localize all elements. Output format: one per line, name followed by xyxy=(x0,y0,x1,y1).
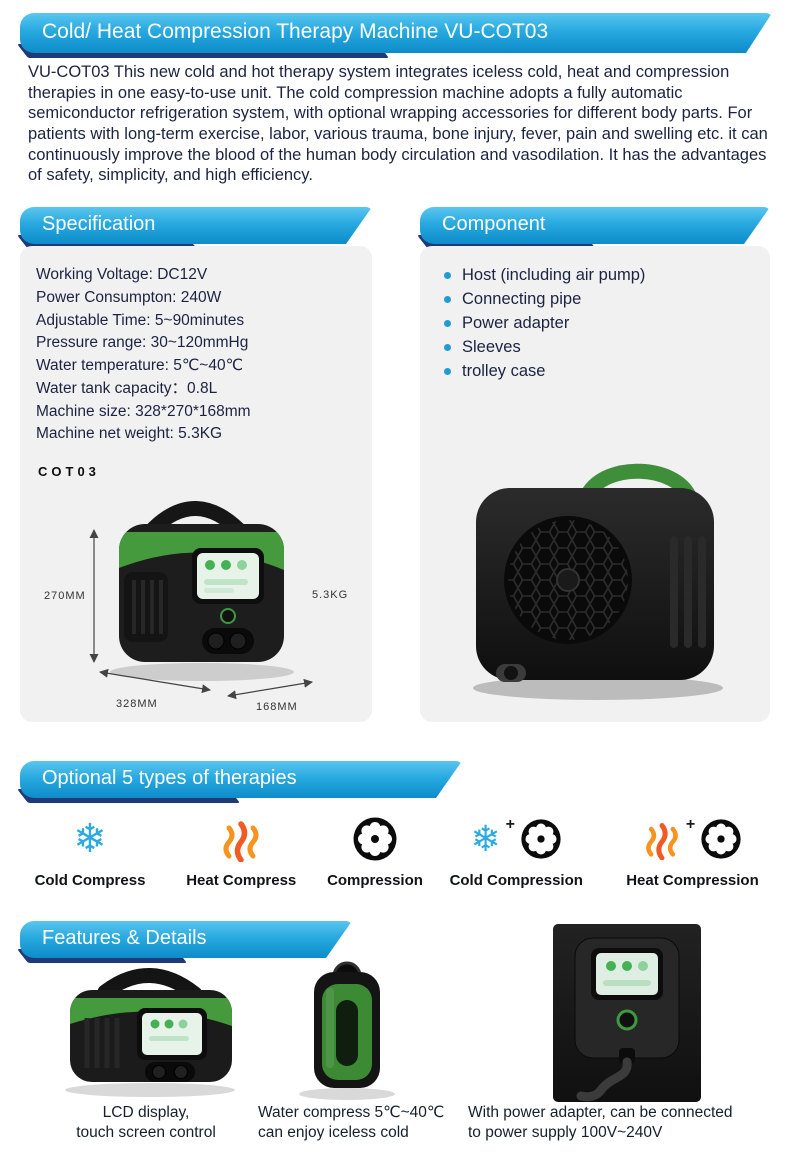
component-item: Power adapter xyxy=(444,314,770,333)
plus-sign: + xyxy=(685,816,696,833)
therapy-label: Heat Compression xyxy=(626,872,759,889)
main-title-banner: Cold/ Heat Compression Therapy Machine V… xyxy=(17,13,772,58)
specification-panel: Working Voltage: DC12V Power Consumpton:… xyxy=(20,246,372,722)
component-item: Connecting pipe xyxy=(444,290,770,309)
therapy-heat-compression: + Heat Compression xyxy=(605,812,780,889)
spec-item: Working Voltage: DC12V xyxy=(36,266,208,283)
compression-icon xyxy=(701,819,741,859)
features-title: Features & Details xyxy=(42,927,207,949)
therapies-banner: Optional 5 types of therapies xyxy=(17,761,462,803)
dimension-depth-label: 168MM xyxy=(256,701,298,713)
model-label: COT03 xyxy=(38,464,100,479)
spec-item: Pressure range: 30~120mmHg xyxy=(36,334,249,352)
machine-back-image xyxy=(473,463,723,700)
therapy-cold-compression: ❄ + Cold Compression xyxy=(434,812,599,889)
bullet-icon xyxy=(444,296,451,303)
component-item: trolley case xyxy=(444,362,770,381)
machine-front-dimensions-image: 270MM 328MM 168MM 5.3KG xyxy=(44,501,348,713)
intro-paragraph: VU-COT03 This new cold and hot therapy s… xyxy=(28,63,768,185)
spec-item: Machine net weight: 5.3KG xyxy=(36,425,223,443)
lcd-display-machine-image xyxy=(65,968,235,1097)
component-list: Host (including air pump) Connecting pip… xyxy=(420,246,770,381)
therapy-label: Compression xyxy=(327,872,423,889)
therapy-label: Cold Compress xyxy=(34,872,146,889)
weight-label: 5.3KG xyxy=(312,589,348,601)
specification-title: Specification xyxy=(42,213,156,235)
dimension-height-label: 270MM xyxy=(44,590,86,602)
bullet-icon xyxy=(444,368,451,375)
component-banner: Component xyxy=(417,207,770,249)
bullet-icon xyxy=(444,320,451,327)
therapy-cold-compress: ❄ Cold Compress xyxy=(20,812,160,889)
therapy-compression: Compression xyxy=(323,812,428,889)
feature-caption-water: Water compress 5℃~40℃ can enjoy iceless … xyxy=(258,1104,445,1142)
bullet-icon xyxy=(444,272,451,279)
heat-waves-icon xyxy=(646,822,678,860)
spec-item: Power Consumpton: 240W xyxy=(36,288,222,306)
therapy-label: Heat Compress xyxy=(186,872,297,889)
plus-sign: + xyxy=(505,816,515,833)
therapy-heat-compress: Heat Compress xyxy=(166,812,316,889)
component-title: Component xyxy=(442,213,546,235)
spec-item: Machine size: 328*270*168mm xyxy=(36,402,251,420)
spec-item: Water tank capacity：0.8L xyxy=(36,379,218,397)
compression-icon xyxy=(521,819,561,859)
spec-item: Water temperature: 5℃~40℃ xyxy=(36,357,243,375)
therapy-options-row: ❄ Cold Compress Heat Compress xyxy=(20,812,780,889)
spec-item: Adjustable Time: 5~90minutes xyxy=(36,311,245,329)
component-item: Sleeves xyxy=(444,338,770,357)
component-item: Host (including air pump) xyxy=(444,266,770,285)
snowflake-icon: ❄ xyxy=(73,817,107,861)
specification-list: Working Voltage: DC12V Power Consumpton:… xyxy=(20,246,372,446)
feature-caption-lcd: LCD display, touch screen control xyxy=(76,1104,216,1142)
specification-banner: Specification xyxy=(17,207,372,249)
component-panel: Host (including air pump) Connecting pip… xyxy=(420,246,770,722)
page-title: Cold/ Heat Compression Therapy Machine V… xyxy=(42,20,549,43)
power-adapter-machine-image xyxy=(553,924,701,1102)
heat-waves-icon xyxy=(223,821,259,862)
features-banner: Features & Details xyxy=(17,921,352,963)
compression-icon xyxy=(353,817,397,861)
therapies-title: Optional 5 types of therapies xyxy=(42,767,297,789)
water-compress-unit-image xyxy=(299,961,395,1100)
dimension-width-label: 328MM xyxy=(116,698,158,710)
snowflake-icon: ❄ xyxy=(470,818,501,859)
feature-caption-power: With power adapter, can be connected to … xyxy=(468,1104,733,1142)
therapy-label: Cold Compression xyxy=(449,872,583,889)
bullet-icon xyxy=(444,344,451,351)
